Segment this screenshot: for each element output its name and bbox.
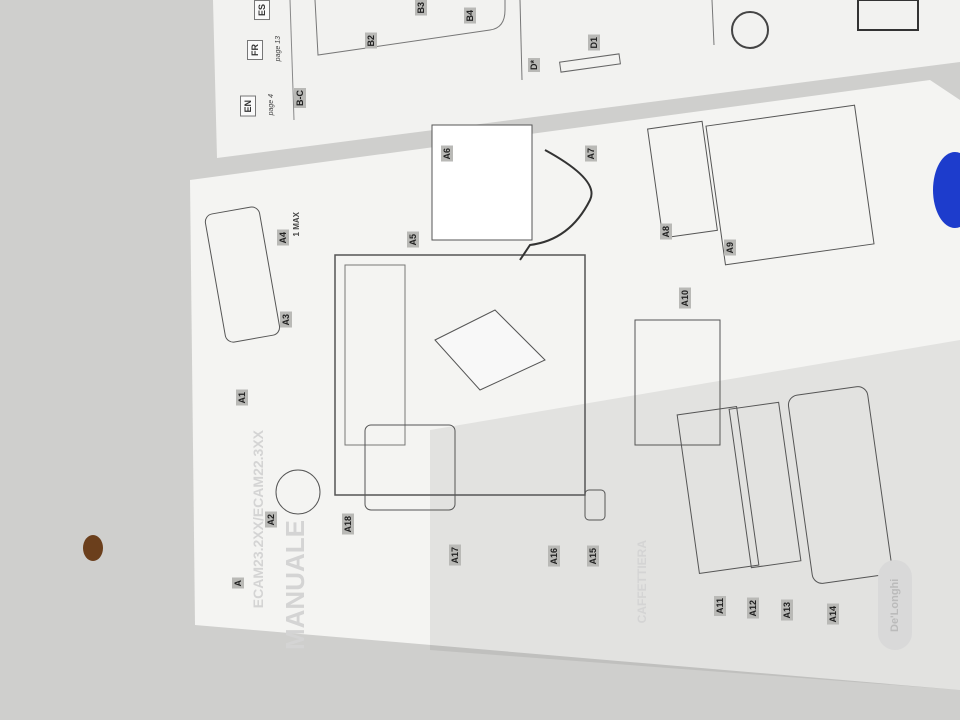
tray-a12 (728, 401, 802, 569)
descale-icon (731, 11, 769, 49)
top-sheet (213, 0, 960, 158)
lid-a1 (204, 206, 281, 343)
lang-fr-page: page 13 (275, 36, 282, 62)
dial-a2 (275, 469, 321, 515)
d1-part (559, 53, 621, 73)
shadow (430, 340, 960, 690)
glove (933, 152, 960, 228)
lang-en-page: page 4 (268, 94, 275, 116)
part-a8 (647, 120, 718, 239)
part-label-a13: A13 (781, 600, 793, 621)
panel-icon (857, 0, 919, 31)
grid-a11 (676, 406, 760, 574)
stain (83, 535, 103, 561)
part-label-a17: A17 (449, 545, 461, 566)
faint-section: CAFFETTIERA (635, 540, 649, 624)
top-sheet-vdivider (519, 0, 523, 81)
main-page (190, 80, 960, 690)
top-sheet-divider (289, 0, 295, 121)
part-label-a9: A9 (724, 240, 736, 256)
part-label-a6: A6 (441, 146, 453, 162)
figure-label-a: A (232, 578, 244, 589)
front-panel (364, 424, 456, 511)
label-b4: B4 (464, 8, 476, 24)
brand-logo: De'Longhi (878, 560, 912, 650)
part-label-a16: A16 (548, 546, 560, 567)
part-label-a2: A2 (265, 512, 277, 528)
machine-body (334, 254, 586, 496)
lang-en: EN (240, 96, 256, 117)
label-b2: B2 (365, 33, 377, 49)
top-sheet-panel (314, 0, 506, 56)
power-cord-a7 (519, 149, 593, 261)
faint-title: MANUALE (280, 520, 310, 650)
tray-a14 (787, 386, 893, 584)
tank-a9 (705, 104, 875, 266)
label-d-star: D* (528, 58, 540, 73)
a4-text: 1 MAX (292, 212, 301, 237)
part-label-a1: A1 (236, 390, 248, 406)
part-label-a4: A4 (277, 230, 289, 246)
part-label-a18: A18 (342, 514, 354, 535)
top-sheet-vdivider2 (711, 0, 715, 46)
lang-es: ES (254, 0, 270, 21)
part-label-a5: A5 (407, 232, 419, 248)
container-a10 (634, 319, 721, 446)
lang-fr: FR (247, 40, 263, 60)
manual-sheet-a5 (434, 309, 546, 391)
part-a15 (584, 489, 606, 521)
part-label-a11: A11 (714, 596, 726, 617)
part-label-a12: A12 (747, 598, 759, 619)
part-label-a3: A3 (280, 312, 292, 328)
infuser-box-a6 (431, 124, 533, 241)
label-b3: B3 (415, 0, 427, 16)
grille (344, 264, 406, 446)
part-label-a7: A7 (585, 146, 597, 162)
label-d1: D1 (588, 35, 600, 51)
part-label-a8: A8 (660, 224, 672, 240)
part-label-a10: A10 (679, 288, 691, 309)
part-label-a14: A14 (827, 604, 839, 625)
part-label-a15: A15 (587, 546, 599, 567)
label-b-c: B-C (294, 88, 306, 108)
faint-model: ECAM23.2XX/ECAM22.3XX (250, 430, 266, 609)
